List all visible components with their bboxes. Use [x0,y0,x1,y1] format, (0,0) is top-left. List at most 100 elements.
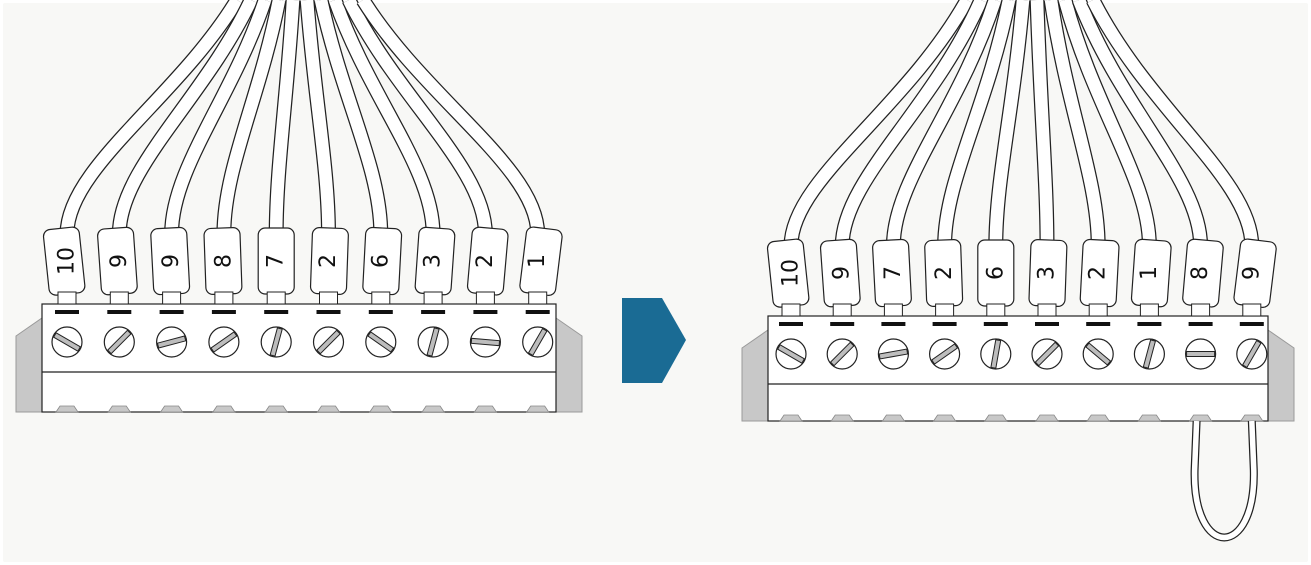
wire-ferrule [935,303,955,317]
screw-slot [776,344,806,364]
right-wire-bundle [783,0,1260,247]
terminal-label: 7 [264,254,289,268]
terminal-marker [211,310,236,314]
screw-slot [367,331,395,353]
wire-core [113,0,257,235]
mounting-ear-right [1267,329,1295,422]
terminal-label: 2 [932,266,957,280]
terminal-marker [1188,322,1213,326]
terminal-label: 10 [55,247,80,275]
wire-ferrule [1242,303,1262,317]
wire-ferrule [319,291,338,305]
terminal-marker [983,322,1008,326]
wire-ferrule [832,303,852,317]
screw-slot [106,329,132,355]
terminal-pin [55,405,79,413]
terminal-screw[interactable] [417,326,449,358]
wire-core [343,0,492,235]
terminal-screw[interactable] [1236,338,1268,370]
wire-label-sleeve: 9 [1233,238,1277,317]
terminal-label: 9 [107,254,132,268]
mounting-ear-right [555,317,583,413]
terminal-screw[interactable] [826,338,858,370]
wire-label-sleeve: 2 [924,239,964,317]
terminal-pin [1188,414,1213,422]
wire-label-sleeve: 10 [766,238,810,317]
wire-ferrule [475,291,495,305]
screw-slot [829,341,855,367]
wire-core [314,0,388,235]
terminal-pin [421,405,445,413]
terminal-label: 9 [830,266,855,280]
terminal-screw[interactable] [980,338,1012,370]
wire-label-sleeve: 3 [414,226,456,305]
terminal-marker [55,310,79,314]
wire-ferrule [1139,303,1159,317]
screw-slot [156,335,187,349]
terminal-marker [421,310,446,314]
terminal-label: 1 [1137,266,1162,280]
screw-slot [210,331,238,353]
wire-label-sleeve: 2 [309,227,349,305]
screw-slot [1142,339,1157,369]
terminal-screw[interactable] [877,338,910,370]
terminal-screw[interactable] [1184,338,1217,370]
terminal-screw[interactable] [208,326,240,358]
terminal-screw[interactable] [1082,338,1114,370]
wire-core [1030,0,1054,247]
terminal-marker [1239,322,1264,326]
terminal-pin [107,405,132,413]
right-block-body [767,315,1269,422]
terminal-screw[interactable] [1133,338,1166,370]
wire-ferrule [781,303,801,317]
terminal-screw[interactable] [51,326,83,358]
wire-core [329,0,440,235]
terminal-marker [473,310,498,314]
terminal-screw[interactable] [775,338,807,370]
terminal-pin [1086,414,1110,422]
terminal-label: 2 [316,254,341,268]
wire-core [269,0,300,235]
terminal-pin [159,405,184,413]
terminal-pin [984,414,1008,422]
wire-label-sleeve: 3 [1028,239,1068,317]
wire-ferrule [423,291,443,305]
terminal-marker [830,322,855,326]
terminal-marker [779,322,803,326]
terminal-pin [264,405,288,413]
screw-slot [1034,341,1060,367]
terminal-pin [369,405,393,413]
wire-core [357,0,544,235]
wire-ferrule [986,303,1006,317]
terminal-marker [159,310,184,314]
terminal-label: 2 [1086,266,1111,280]
left-block-body [41,303,557,413]
wire-core [835,0,987,247]
screw-slot [1241,339,1262,369]
terminal-label: 7 [881,266,906,280]
terminal-pin [212,405,236,413]
wire-ferrule [1191,303,1211,317]
terminal-screw[interactable] [928,338,961,370]
terminal-screw[interactable] [260,326,292,358]
terminal-marker [368,310,393,314]
terminal-pin [473,405,498,413]
terminal-screw[interactable] [469,326,501,358]
wire-core [938,0,1016,247]
terminal-label: 3 [1035,266,1060,280]
terminal-screw[interactable] [1031,338,1063,370]
terminal-screw[interactable] [156,326,188,358]
wire-label-sleeve: 7 [872,238,912,317]
wire-label-sleeve: 8 [1182,238,1224,317]
wire-label-sleeve: 1 [519,226,563,305]
terminal-screw[interactable] [522,326,554,358]
wire-core [887,0,1001,247]
wire-core [989,0,1030,247]
terminal-screw[interactable] [365,326,397,358]
wire-core [217,0,286,235]
terminal-screw[interactable] [312,326,345,358]
terminal-pin [525,405,550,413]
screw-slot [269,327,283,357]
terminal-screw[interactable] [103,326,135,358]
